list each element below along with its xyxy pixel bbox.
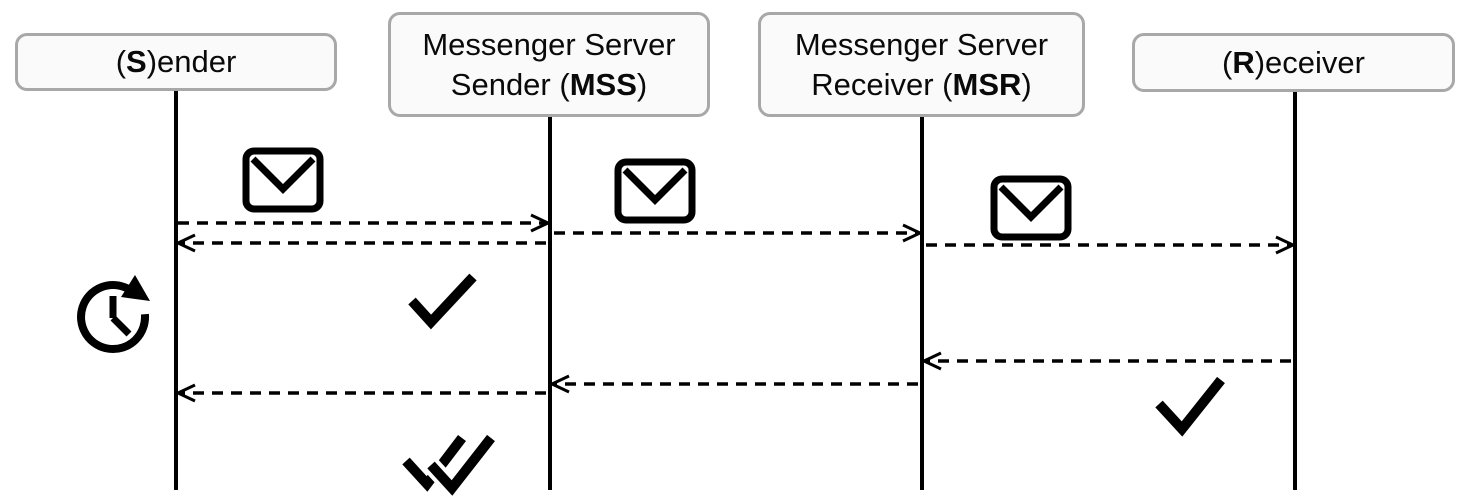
- participant-label-msr-line2: Receiver (MSR): [811, 66, 1032, 102]
- participant-label-receiver: (R)eceiver: [1222, 44, 1365, 80]
- arrow-msr-to-mss-ack: [548, 374, 918, 394]
- arrow-sender-to-mss: [178, 213, 552, 233]
- check-icon: [1155, 376, 1225, 437]
- clock-retry-icon: [77, 275, 150, 353]
- envelope-icon: [242, 147, 324, 213]
- double-check-icon: [402, 432, 499, 500]
- participant-box-mss: Messenger Server Sender (MSS): [388, 12, 710, 117]
- participant-label-mss-line1: Messenger Server: [422, 26, 676, 62]
- arrow-mss-to-sender-read-ack: [174, 383, 546, 403]
- arrow-mss-to-msr: [554, 223, 924, 243]
- participant-box-sender: (S)ender: [15, 33, 337, 91]
- arrow-receiver-to-msr-ack: [920, 351, 1291, 371]
- arrow-mss-to-sender-ack: [174, 233, 546, 253]
- participant-label-msr-line1: Messenger Server: [794, 26, 1049, 62]
- participant-box-msr: Messenger Server Receiver (MSR): [758, 12, 1085, 117]
- envelope-icon: [614, 158, 696, 224]
- arrow-msr-to-receiver: [926, 235, 1297, 255]
- participant-label-mss-line2: Sender (MSS): [450, 66, 648, 102]
- envelope-icon: [990, 175, 1072, 241]
- participant-box-receiver: (R)eceiver: [1132, 33, 1455, 92]
- check-icon: [408, 273, 477, 330]
- participant-label-sender: (S)ender: [115, 44, 237, 79]
